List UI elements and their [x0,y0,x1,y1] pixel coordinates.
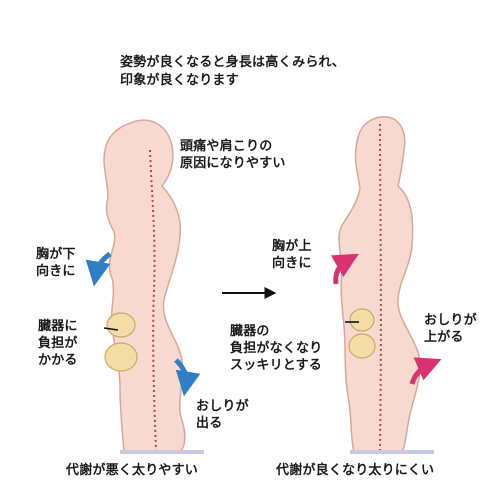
good-hips-label: おしりが 上がる [424,313,477,345]
bad-posture-body [103,119,186,453]
bad-posture-figure [85,119,204,454]
good-posture-ground [350,450,434,454]
good-chest-label: 胸が上 向きに [272,239,312,271]
good-posture-body [338,116,421,453]
bad-hips-label: おしりが 出る [196,399,249,431]
bad-chest-label: 胸が下 向きに [36,247,76,279]
organs-relief-label: 臓器の 負担がなくなり スッキリとする [230,324,323,373]
bad-chest-arrow-icon [85,251,112,287]
bad-posture-ground [120,450,204,454]
good-posture-caption: 代謝が良くなり太りにくい [276,463,435,478]
header-line-1: 姿勢が良くなると身長は高くみられ、 [120,55,346,70]
good-posture-spine [379,123,382,451]
header-caption: 姿勢が良くなると身長は高くみられ、 印象が良くなります [120,54,345,90]
good-hips-arrow-icon [409,357,442,385]
good-posture-figure [330,116,442,454]
bad-organs-label: 臓器に 負担が かかる [38,319,78,368]
bad-posture-organs [104,312,138,372]
bad-hips-arrow-icon [174,358,201,397]
bad-posture-caption: 代謝が悪く太りやすい [66,463,199,478]
bad-posture-spine [149,149,157,451]
header-line-2: 印象が良くなります [120,73,239,88]
headache-label: 頭痛や肩こりの 原因になりやすい [180,139,286,171]
good-posture-organs [348,308,376,359]
bad-organs-pointer [103,327,119,331]
good-chest-arrow-icon [330,253,359,285]
